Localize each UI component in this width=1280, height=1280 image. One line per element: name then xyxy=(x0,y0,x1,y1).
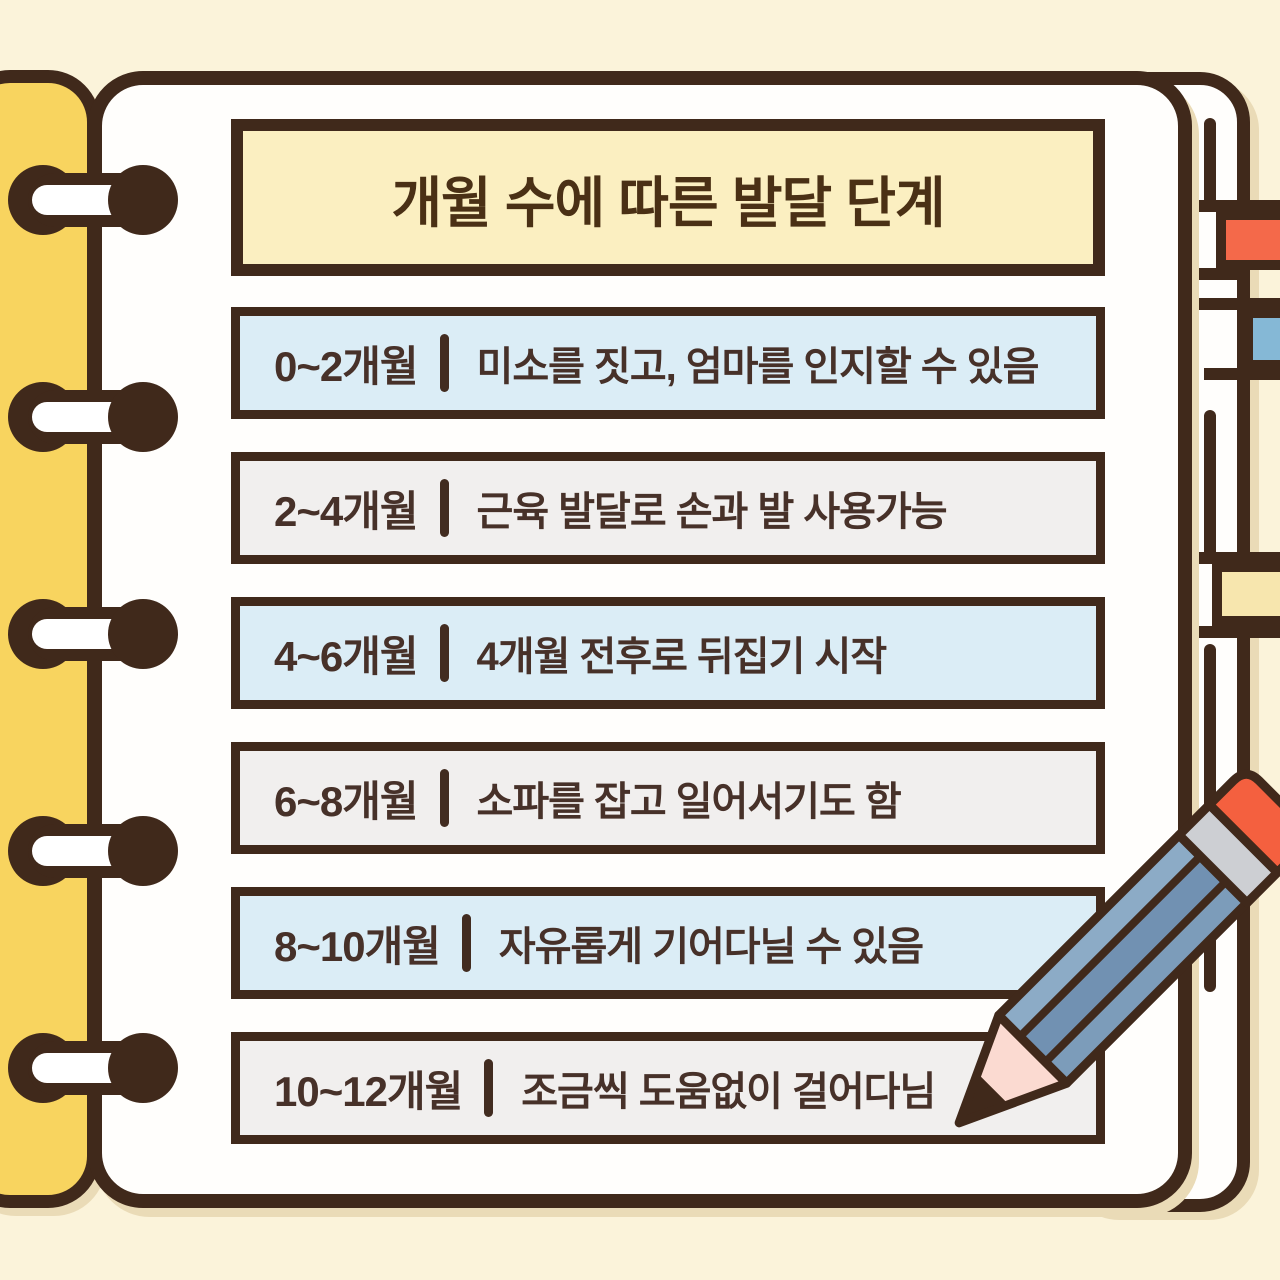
yellow-tab xyxy=(1212,562,1280,626)
month-range-label: 0~2개월 xyxy=(274,342,419,390)
month-range-label: 4~6개월 xyxy=(274,632,419,680)
month-range-label: 2~4개월 xyxy=(274,487,419,535)
pencil-icon xyxy=(954,769,1280,1128)
stage-description: 미소를 짓고, 엄마를 인지할 수 있음 xyxy=(476,345,1040,389)
page-edge-line xyxy=(1186,552,1280,564)
title-banner: 개월 수에 따른 발달 단계 xyxy=(231,119,1105,276)
ring-hole xyxy=(32,185,154,215)
page-title: 개월 수에 따른 발달 단계 xyxy=(391,171,945,234)
divider-bar xyxy=(439,479,449,537)
month-range-label: 6~8개월 xyxy=(274,777,419,825)
stage-description: 조금씩 도움없이 걸어다님 xyxy=(521,1070,936,1114)
divider-bar xyxy=(484,1059,494,1117)
stage-row: 0~2개월 미소를 짓고, 엄마를 인지할 수 있음 xyxy=(231,307,1105,419)
stage-row: 8~10개월 자유롭게 기어다닐 수 있음 xyxy=(231,887,1105,999)
divider-bar xyxy=(439,624,449,682)
divider-bar xyxy=(461,914,471,972)
page-edge-line xyxy=(1186,200,1280,212)
ring-hole xyxy=(32,402,154,432)
binder-ring xyxy=(8,382,178,452)
page-edge-line xyxy=(1204,118,1216,210)
stage-row: 6~8개월 소파를 잡고 일어서기도 함 xyxy=(231,742,1105,854)
month-range-label: 10~12개월 xyxy=(274,1067,463,1115)
stage-description: 근육 발달로 손과 발 사용가능 xyxy=(476,490,948,534)
ring-hole xyxy=(32,1053,154,1083)
ring-hole xyxy=(32,619,154,649)
divider-bar xyxy=(439,769,449,827)
binder-ring xyxy=(8,1033,178,1103)
stage-description: 4개월 전후로 뒤집기 시작 xyxy=(476,635,888,679)
blue-tab xyxy=(1243,308,1280,370)
stage-row: 4~6개월 4개월 전후로 뒤집기 시작 xyxy=(231,597,1105,709)
stage-row: 2~4개월 근육 발달로 손과 발 사용가능 xyxy=(231,452,1105,564)
ring-hole xyxy=(32,836,154,866)
stage-description: 소파를 잡고 일어서기도 함 xyxy=(476,780,902,824)
notebook-page: 개월 수에 따른 발달 단계 0~2개월 미소를 짓고, 엄마를 인지할 수 있… xyxy=(88,71,1192,1208)
divider-bar xyxy=(439,334,449,392)
binder-ring xyxy=(8,165,178,235)
page-edge-line xyxy=(1204,410,1216,560)
orange-tab xyxy=(1216,210,1280,270)
page-edge-line xyxy=(1186,626,1280,638)
month-range-label: 8~10개월 xyxy=(274,922,441,970)
page-edge-line xyxy=(1186,268,1250,280)
page-edge-line xyxy=(1186,298,1280,310)
binder-ring xyxy=(8,816,178,886)
stage-description: 자유롭게 기어다닐 수 있음 xyxy=(498,925,924,969)
page-edge-line xyxy=(1204,368,1280,380)
binder-ring xyxy=(8,599,178,669)
